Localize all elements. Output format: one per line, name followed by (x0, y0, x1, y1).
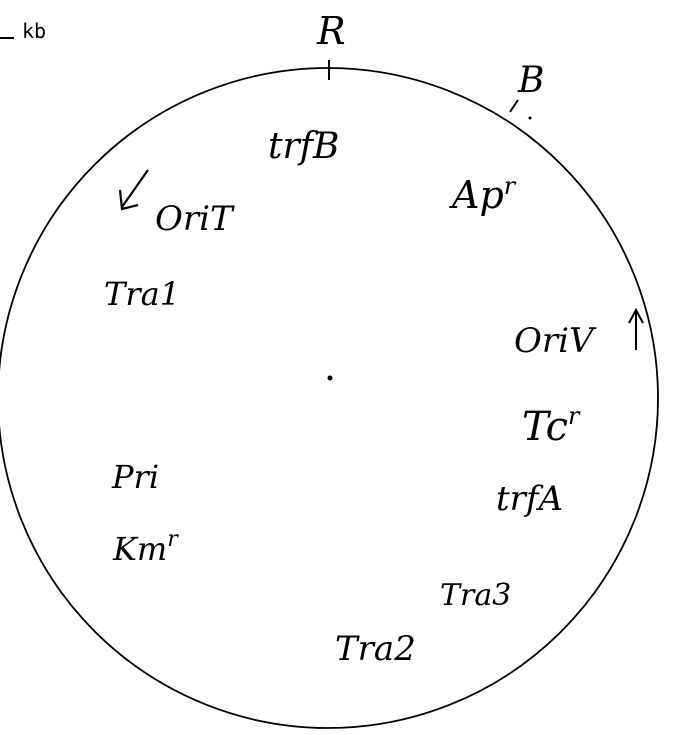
gene-trfa-label: trfA (496, 479, 563, 519)
gene-trfb-label: trfB (268, 126, 339, 167)
gene-tra1-label: Tra1 (104, 275, 180, 313)
site-b-dot (528, 116, 532, 120)
scale-unit-label: kb (22, 19, 46, 43)
gene-pri-label: Pri (111, 458, 159, 496)
gene-tcr-label: Tcr (522, 402, 581, 450)
center-dot (327, 375, 333, 381)
oriv-direction-arrow-icon (628, 307, 644, 350)
orit-direction-arrow-icon (118, 169, 149, 211)
site-b-tick (509, 99, 519, 113)
site-b-label: B (517, 60, 544, 101)
gene-orit-label: OriT (155, 199, 235, 239)
site-r-label: R (316, 9, 346, 53)
gene-oriv-label: OriV (514, 321, 597, 361)
gene-tra2-label: Tra2 (335, 629, 416, 669)
gene-tra3-label: Tra3 (440, 578, 511, 613)
plasmid-circle (0, 67, 659, 729)
gene-kmr-label: Kmr (112, 527, 179, 568)
gene-apr-label: Apr (449, 172, 517, 217)
